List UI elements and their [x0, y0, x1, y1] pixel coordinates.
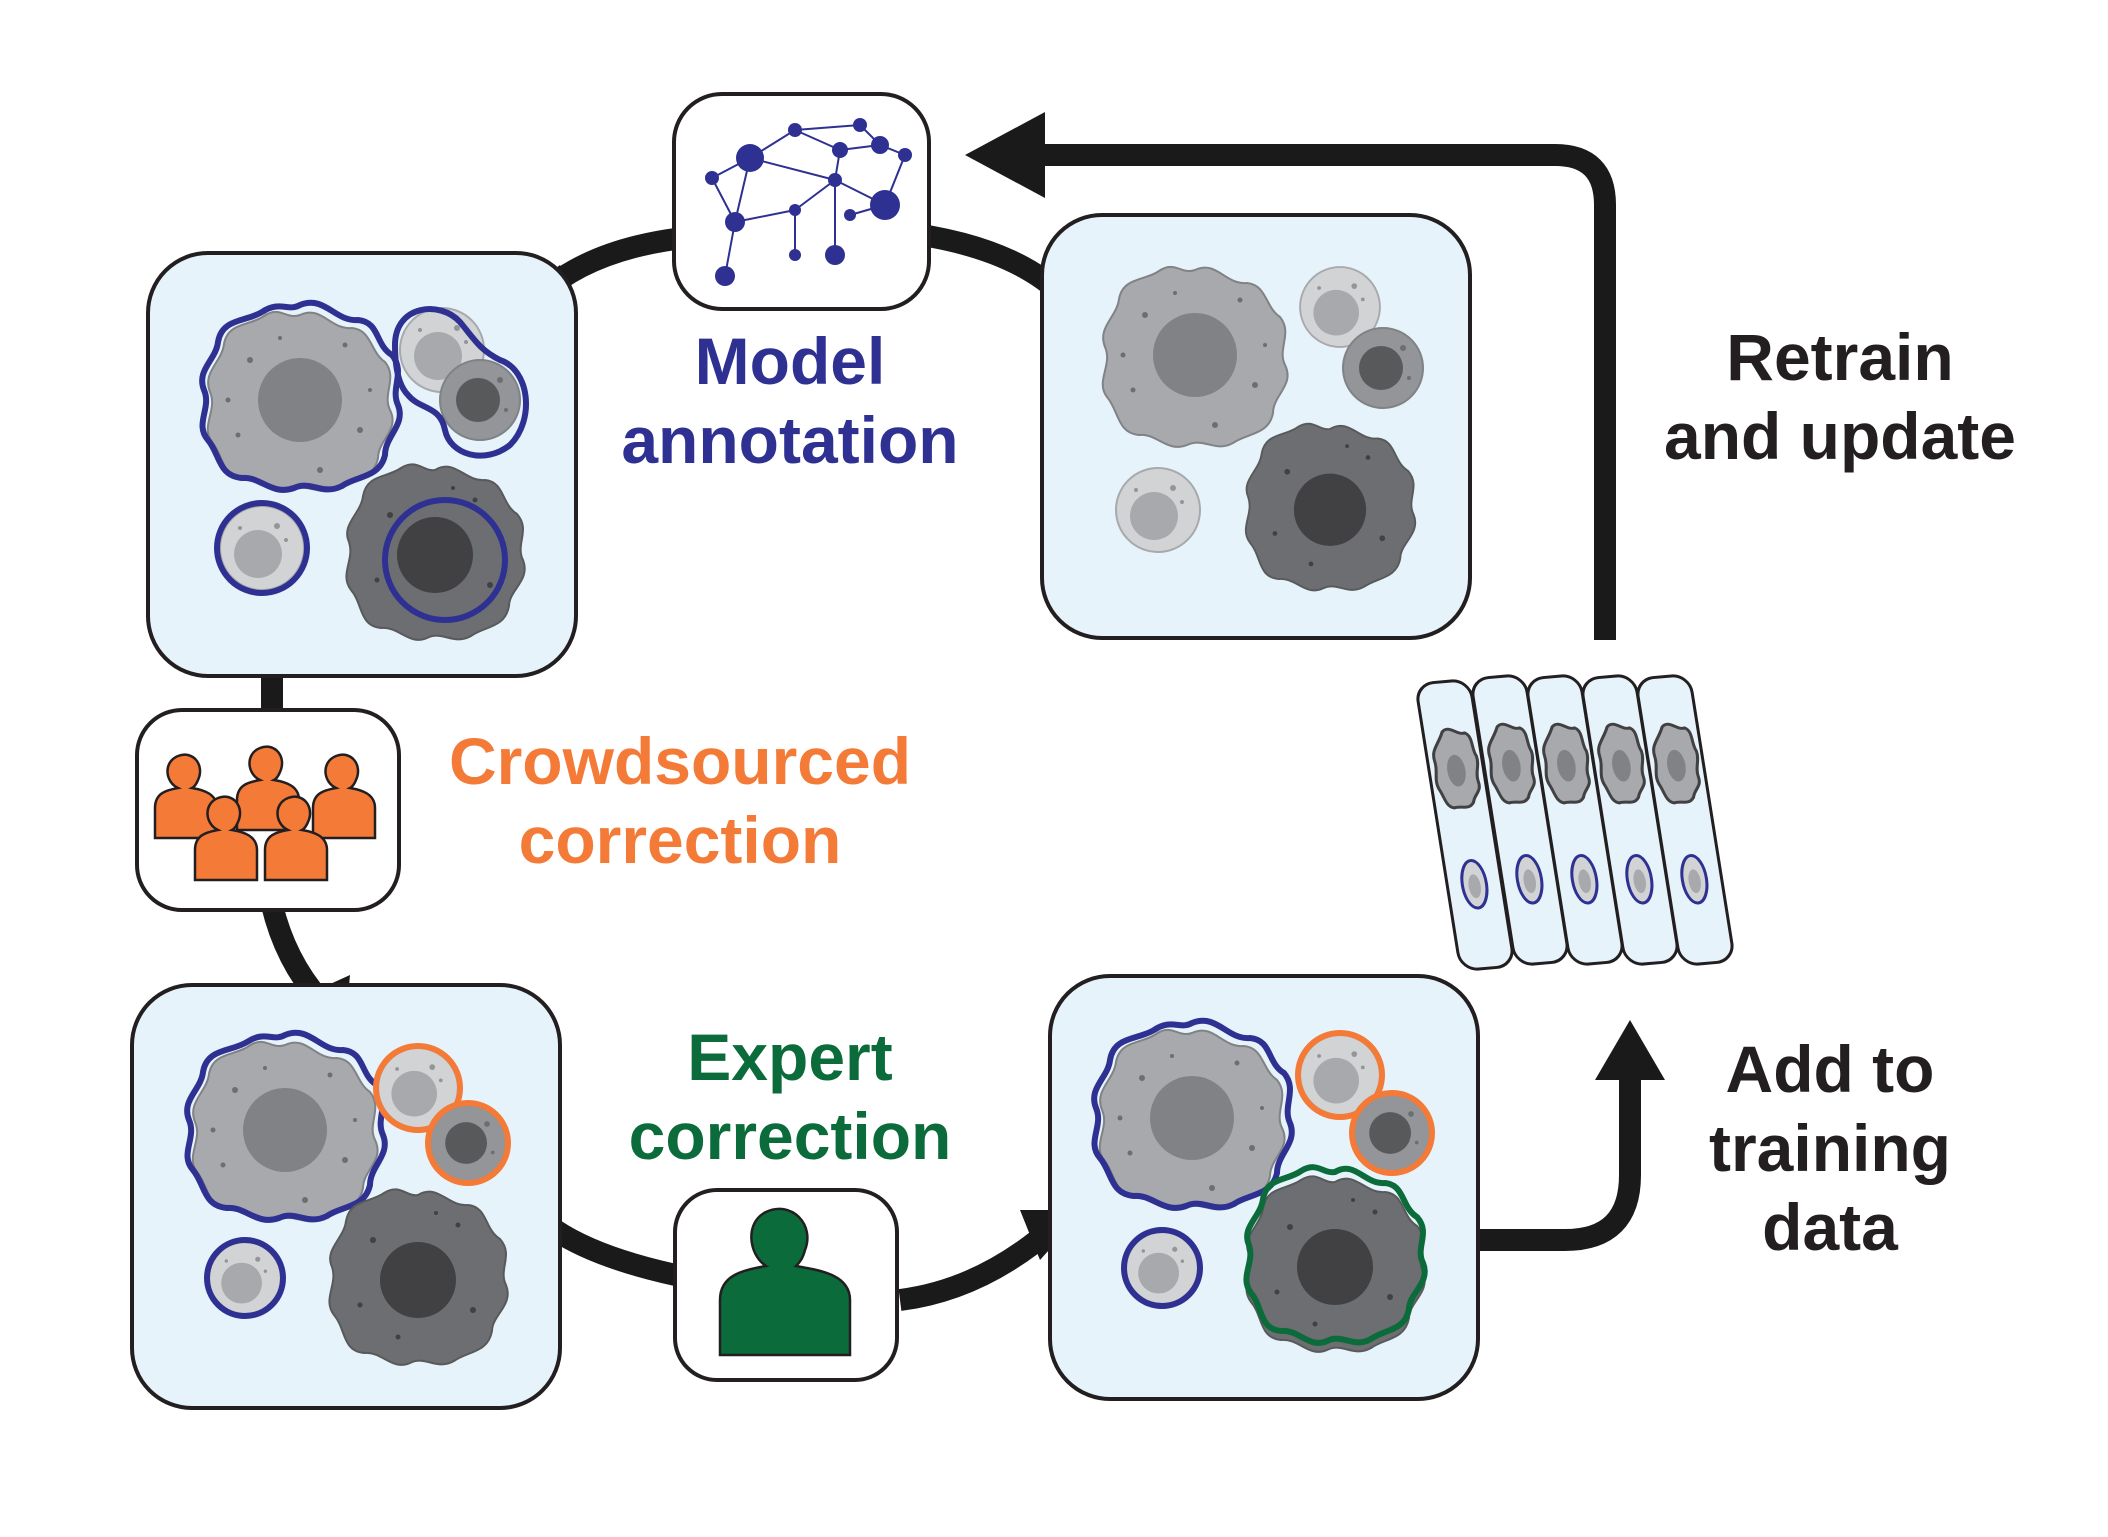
arrow-stack-to-model — [1030, 144, 1616, 640]
crowd-people-icon — [135, 708, 401, 912]
expert-person-icon — [673, 1188, 899, 1382]
add-training-data-label: Add to training data — [1680, 1030, 1980, 1268]
raw-image-panel — [1040, 213, 1472, 640]
add-training-line-2: training — [1709, 1111, 1951, 1186]
add-training-line-1: Add to — [1725, 1032, 1935, 1106]
expert-corrected-panel — [1048, 974, 1480, 1401]
retrain-update-line-2: and update — [1663, 399, 2016, 474]
model-annotation-line-1: Model — [694, 324, 886, 398]
neural-network-icon — [672, 92, 931, 311]
model-annotated-panel — [146, 251, 578, 678]
crowdsourced-correction-line-2: correction — [518, 803, 842, 878]
arrow-expert-to-bottom-right — [898, 1221, 1058, 1311]
model-annotation-label: Model annotation — [590, 322, 990, 480]
crowd-corrected-panel — [130, 983, 562, 1410]
expert-correction-line-2: correction — [628, 1099, 952, 1174]
arrow-bottom-left-to-expert — [548, 1220, 693, 1289]
retrain-update-label: Retrain and update — [1630, 318, 2050, 476]
retrain-update-line-1: Retrain — [1726, 320, 1954, 394]
arrow-bottom-right-to-stack — [1480, 1075, 1641, 1251]
model-annotation-line-2: annotation — [621, 403, 959, 478]
crowdsourced-correction-line-1: Crowdsourced — [448, 724, 912, 798]
expert-correction-line-1: Expert — [687, 1020, 893, 1094]
arrowhead-retrain — [965, 112, 1045, 198]
arrowhead-add-training — [1595, 1020, 1665, 1080]
crowdsourced-correction-label: Crowdsourced correction — [420, 722, 940, 880]
training-data-stack-icon — [1413, 672, 1737, 973]
expert-correction-label: Expert correction — [590, 1018, 990, 1176]
add-training-line-3: data — [1762, 1190, 1898, 1265]
